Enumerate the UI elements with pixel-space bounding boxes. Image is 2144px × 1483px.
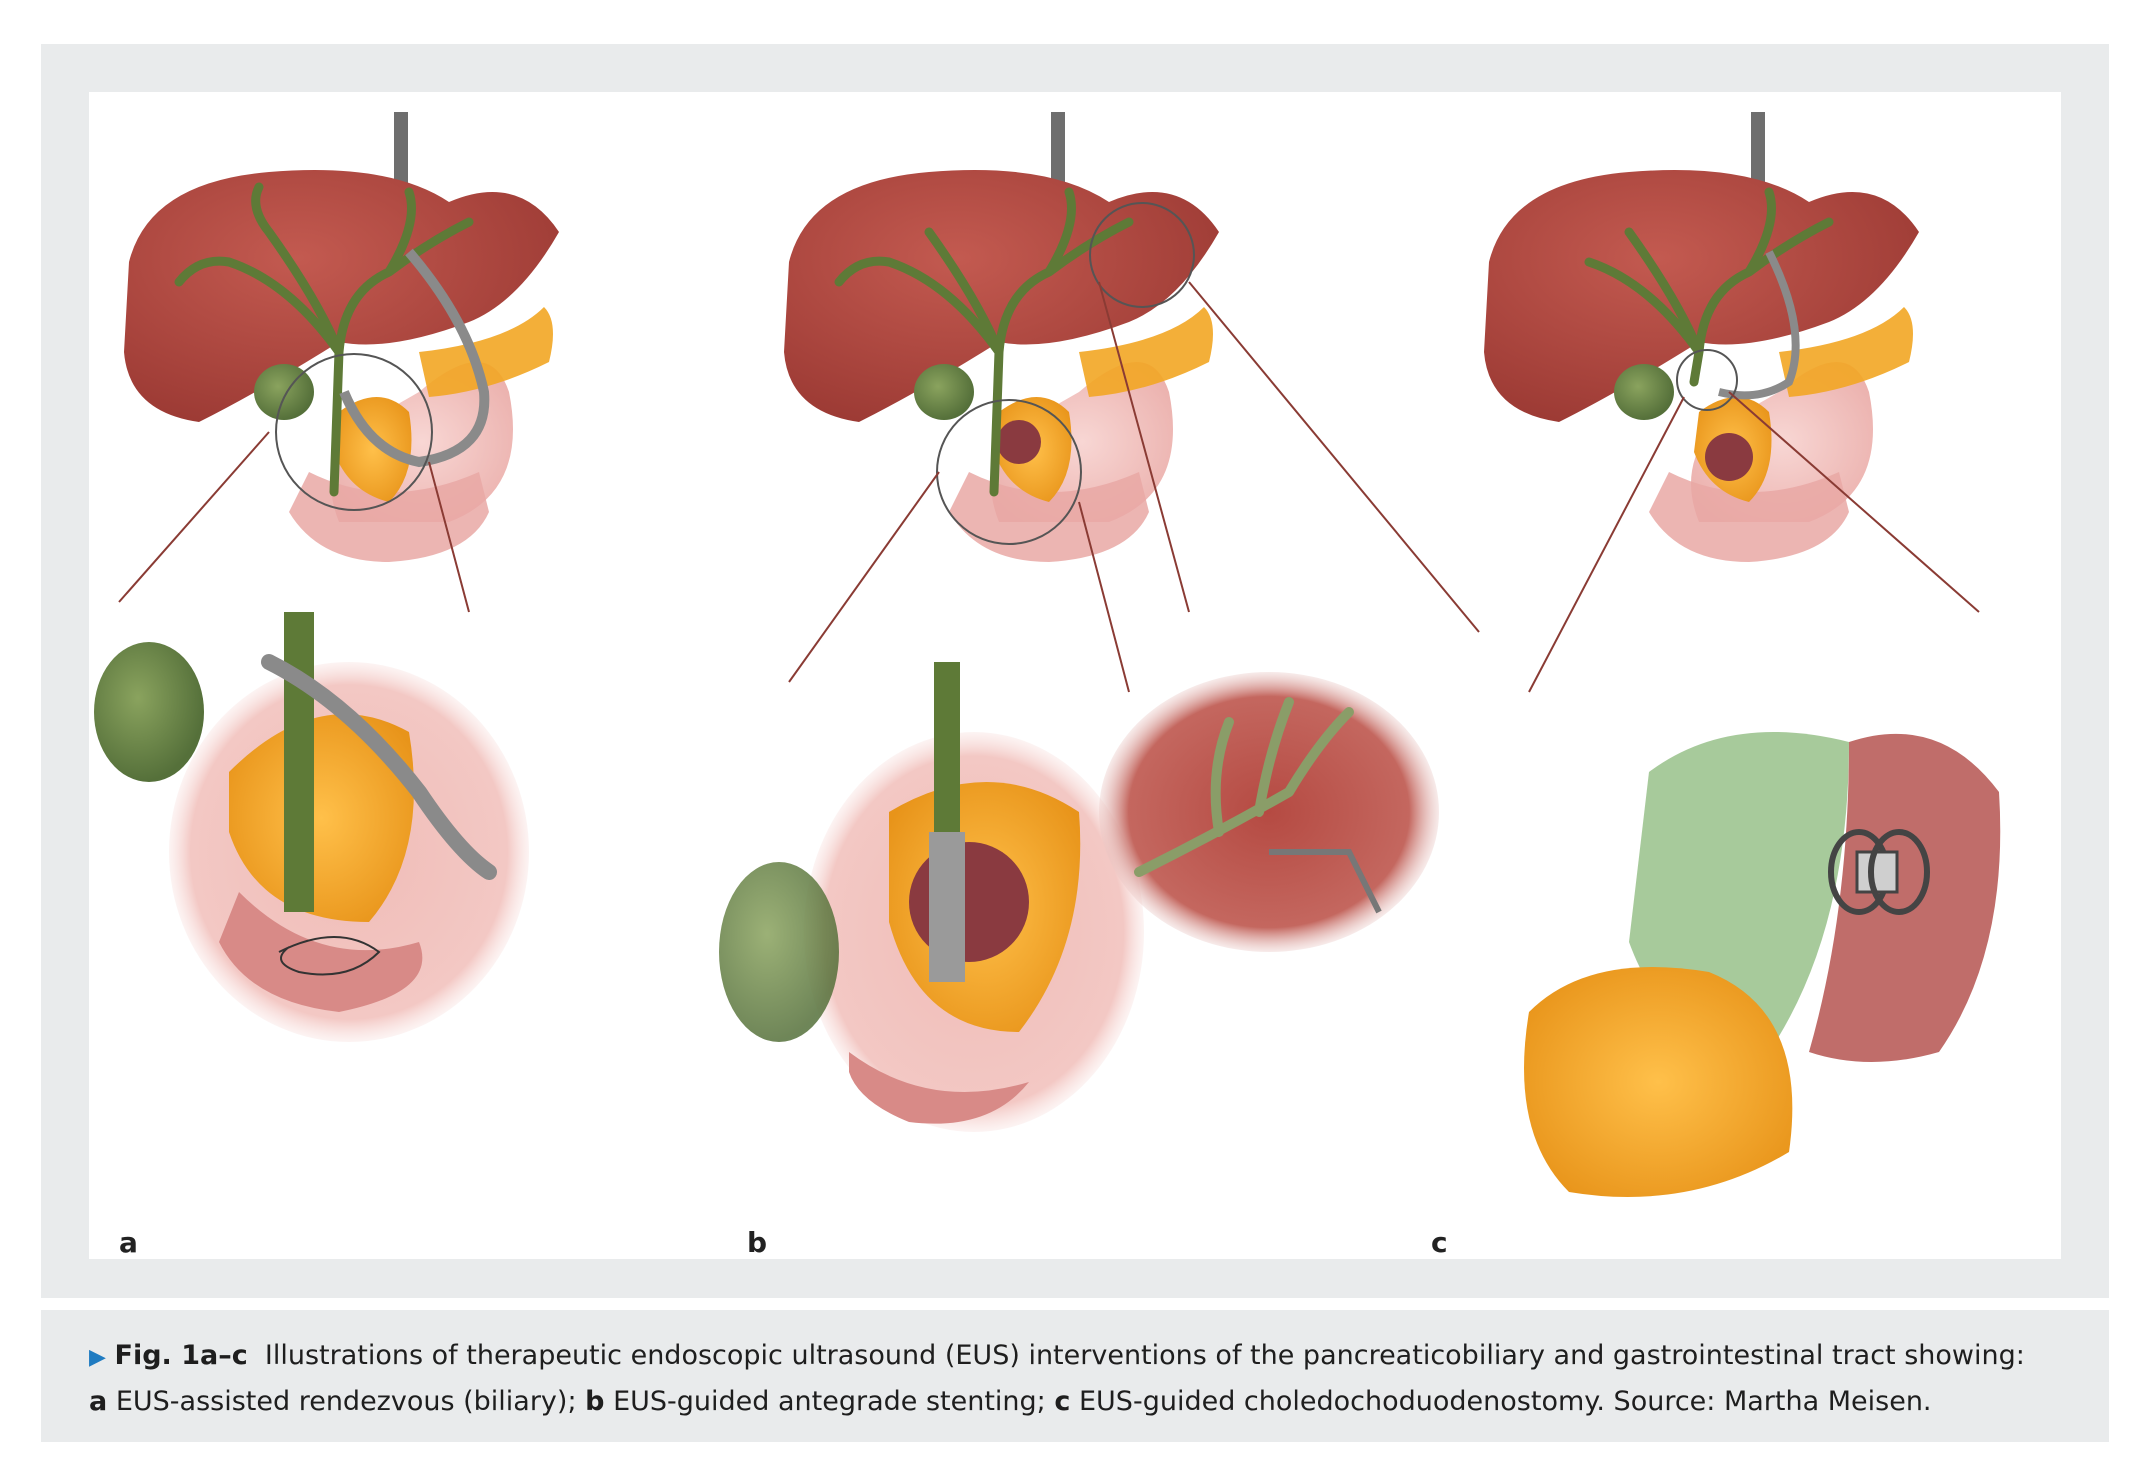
pancreas-tail bbox=[1079, 307, 1213, 397]
pancreas-tail bbox=[419, 307, 553, 397]
panel-label-b: b bbox=[747, 1226, 767, 1259]
panel-b-zoom-liver bbox=[1099, 672, 1439, 952]
zoom-b-tumor bbox=[909, 842, 1029, 962]
zoom-b-stent bbox=[929, 832, 965, 982]
caption-item-a-text: EUS-assisted rendezvous (biliary); bbox=[115, 1386, 577, 1417]
zoom-a-gallbladder bbox=[94, 642, 204, 782]
bile-ducts bbox=[834, 187, 1134, 497]
figure-illustration: a bbox=[94, 112, 2001, 1259]
leader-line-c2 bbox=[1728, 391, 1980, 613]
zoom-b-needle bbox=[1269, 849, 1382, 914]
zoom-circle-a bbox=[275, 353, 433, 511]
gallbladder bbox=[1614, 364, 1674, 420]
zoom-circle-b2 bbox=[936, 399, 1082, 545]
zoom-a-guidewire bbox=[278, 936, 381, 976]
panel-label-c: c bbox=[1431, 1226, 1448, 1259]
leader-line-b3 bbox=[1098, 281, 1190, 613]
leader-line-b4 bbox=[1188, 281, 1480, 633]
caption-label: Fig. 1a–c bbox=[114, 1340, 248, 1371]
leader-line-a2 bbox=[428, 461, 470, 613]
zoom-c-lumen-stent bbox=[1855, 850, 1899, 894]
tumor bbox=[1705, 433, 1753, 481]
caption-body: Illustrations of therapeutic endoscopic … bbox=[264, 1340, 2025, 1371]
leader-line-b2 bbox=[1078, 501, 1130, 693]
duodenum bbox=[949, 472, 1149, 562]
zoom-circle-c bbox=[1676, 349, 1738, 411]
leader-line-b1 bbox=[788, 471, 940, 683]
panel-a-overview bbox=[124, 112, 559, 562]
duodenum bbox=[289, 472, 489, 562]
panel-b-zoom-pancreas bbox=[719, 662, 1144, 1132]
zoom-b-bile-ducts bbox=[1134, 697, 1354, 877]
panel-c-overview bbox=[1484, 112, 1919, 562]
caption-item-b-text: EUS-guided antegrade stenting; bbox=[613, 1386, 1046, 1417]
pancreas-head bbox=[334, 397, 412, 502]
zoom-a-duodenum bbox=[219, 892, 423, 1012]
zoom-b-gallbladder bbox=[719, 862, 839, 1042]
tumor bbox=[997, 420, 1041, 464]
zoom-c-pancreas bbox=[1524, 967, 1793, 1197]
panel-c-zoom bbox=[1524, 732, 2001, 1197]
pancreas-tail bbox=[1779, 307, 1913, 397]
bile-ducts bbox=[1584, 187, 1834, 387]
figure-frame: a bbox=[41, 44, 2109, 1298]
caption-item-c-letter: c bbox=[1054, 1386, 1071, 1417]
caption-marker-icon: ▶ bbox=[89, 1345, 106, 1370]
caption-item-c-text: EUS-guided choledochoduodenostomy. Sourc… bbox=[1078, 1386, 1932, 1417]
leader-line-a1 bbox=[118, 431, 270, 603]
zoom-a-endoscope bbox=[261, 654, 497, 880]
figure-caption: ▶ Fig. 1a–c Illustrations of therapeutic… bbox=[41, 1310, 2109, 1442]
panel-b-overview bbox=[784, 112, 1219, 562]
panel-a-zoom bbox=[94, 612, 529, 1042]
zoom-circle-b1 bbox=[1089, 202, 1195, 308]
zoom-a-bile-duct bbox=[284, 612, 314, 912]
bile-ducts bbox=[174, 182, 474, 497]
duodenum bbox=[1649, 472, 1849, 562]
gallbladder bbox=[914, 364, 974, 420]
figure-canvas: a bbox=[89, 92, 2061, 1259]
endoscope bbox=[339, 248, 490, 468]
caption-text: ▶ Fig. 1a–c Illustrations of therapeutic… bbox=[89, 1334, 2089, 1424]
zoom-c-duodenal-wall bbox=[1809, 733, 2001, 1062]
zoom-a-pancreas bbox=[229, 714, 414, 922]
zoom-c-stent-flange-right bbox=[1868, 829, 1930, 915]
endoscope bbox=[1718, 250, 1800, 400]
leader-line-c1 bbox=[1528, 396, 1685, 693]
caption-item-a-letter: a bbox=[89, 1386, 108, 1417]
zoom-b-liver-background bbox=[1099, 672, 1439, 952]
zoom-b-duodenum bbox=[849, 1052, 1029, 1124]
panel-label-a: a bbox=[119, 1226, 138, 1259]
caption-item-b-letter: b bbox=[585, 1386, 605, 1417]
